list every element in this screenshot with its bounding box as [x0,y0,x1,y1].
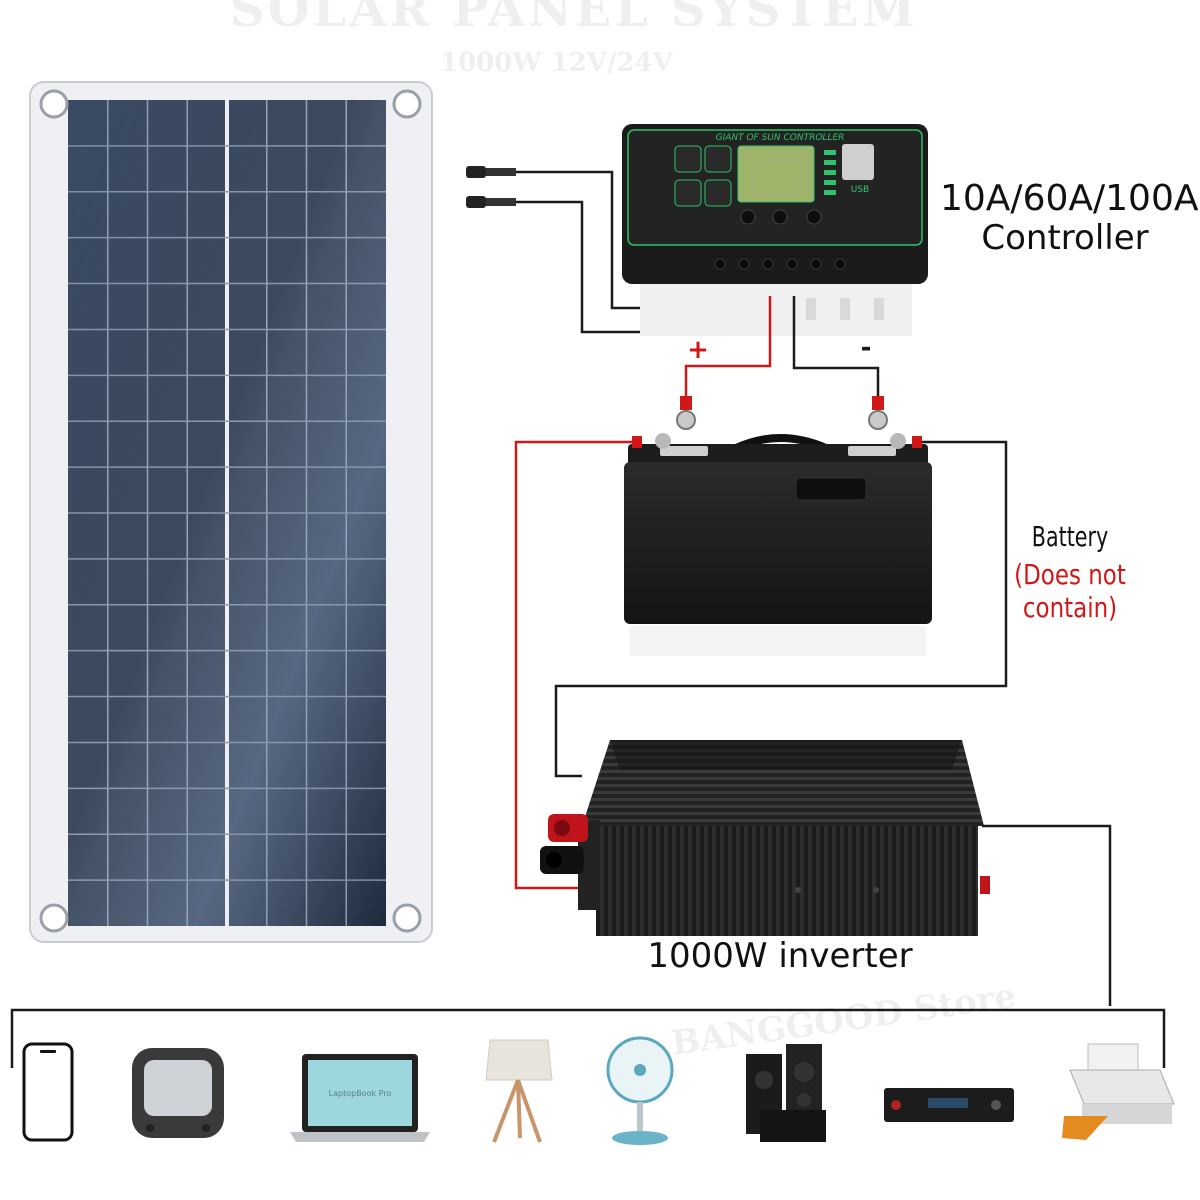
battery [624,433,932,656]
solar-panel [29,81,433,943]
usb-port-icon [842,144,874,180]
inverter-label: 1000W inverter [647,936,913,976]
phone-icon [22,1042,74,1142]
mc4-connectors [466,166,516,208]
watermark-subtitle: 1000W 12V/24V [440,48,673,78]
controller-button[interactable] [772,209,788,225]
controller-name-label: Controller [981,218,1149,258]
ring-terminal-icon [676,396,888,430]
controller-button[interactable] [806,209,822,225]
mounting-hole-icon [39,89,422,933]
battery-note: (Does not contain) [1014,558,1126,624]
battery-charge-wires [684,296,880,398]
positive-sign: + [687,335,709,365]
svg-text:LaptopBook Pro: LaptopBook Pro [329,1089,392,1098]
lamp-icon [485,1039,553,1143]
laptop-icon: LaptopBook Pro [290,1054,430,1142]
status-led-icon [824,150,836,195]
inverter-terminal-icon [540,814,588,874]
svg-text:USB: USB [851,185,869,195]
controller-lcd [737,145,815,203]
battery-clip-icon [632,436,922,448]
printer-icon [1062,1043,1175,1140]
fan-icon [606,1036,674,1145]
controller-rating-label: 10A/60A/100A [940,178,1199,219]
receiver-icon [884,1088,1014,1122]
negative-sign: - [861,333,872,363]
controller-brand: GIANT OF SUN CONTROLLER [716,133,845,143]
watermark-title: SOLAR PANEL SYSTEM [230,0,918,38]
controller-button[interactable] [740,209,756,225]
inverter [540,740,990,936]
ac-output-bus [10,824,1166,1068]
charge-controller: GIANT OF SUN CONTROLLER USB [622,124,928,336]
battery-terminal-wires [514,440,1008,890]
battery-label: Battery [1031,520,1109,553]
speakers-icon [746,1044,826,1142]
tv-icon [132,1048,224,1138]
